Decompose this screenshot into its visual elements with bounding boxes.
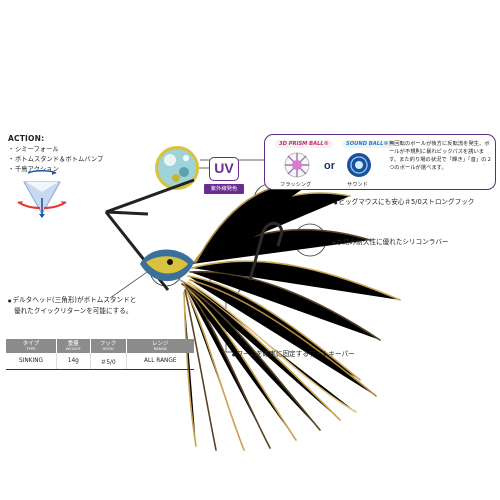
ball-info-box: 3D PRISM BALL® SOUND BALL® or フラッシング サウン… xyxy=(264,134,496,190)
sound-ball-icon xyxy=(347,153,371,177)
prism-ball-icon xyxy=(284,152,310,178)
keeper-callout: ワームを確実に固定するワームキーパー xyxy=(232,348,355,358)
spec-range-value: ALL RANGE xyxy=(126,352,194,370)
rubber-callout: 水絡み耐久性に優れたシリコンラバー xyxy=(332,236,449,246)
uv-subtitle: 紫外線発色 xyxy=(204,184,244,194)
table-row: SINKING 14g ＃5/0 ALL RANGE xyxy=(6,352,194,370)
uv-ball-icon xyxy=(155,146,199,190)
sound-caption: サウンド xyxy=(347,182,368,188)
uv-badge-text: UV xyxy=(214,160,234,176)
uv-badge: UV xyxy=(209,157,239,181)
spec-type-value: SINKING xyxy=(6,352,57,370)
spec-weight-value: 14g xyxy=(56,352,91,370)
head-callout-line2: 優れたクイックリターンを可能にする。 xyxy=(14,307,133,315)
ball-description: 無回転のボールが後方に反転流を発生、ボールが不規則に暴れピックパスを誘います。ま… xyxy=(389,141,492,171)
or-text: or xyxy=(324,160,335,172)
action-item: 千鳥アクション xyxy=(8,165,118,175)
action-item: シミーフォール xyxy=(8,145,118,155)
lure-action-icon xyxy=(17,169,67,218)
prism-ball-label: 3D PRISM BALL® xyxy=(275,140,333,148)
spec-hook-value: ＃5/0 xyxy=(90,352,127,370)
sound-ball-label: SOUND BALL® xyxy=(342,140,393,148)
action-item: ボトムスタンド＆ボトムバンプ xyxy=(8,155,118,165)
action-title: ACTION: xyxy=(8,134,45,143)
flashing-caption: フラッシング xyxy=(280,182,312,188)
head-callout-line1: デルタヘッド(三角形)がボトムスタンドと xyxy=(8,294,137,304)
hook-callout: ビッグマウスにも安心＃5/0ストロングフック xyxy=(334,196,475,206)
action-list: シミーフォール ボトムスタンド＆ボトムバンプ 千鳥アクション xyxy=(8,145,118,175)
action-section: ACTION: シミーフォール ボトムスタンド＆ボトムバンプ 千鳥アクション xyxy=(8,134,118,175)
